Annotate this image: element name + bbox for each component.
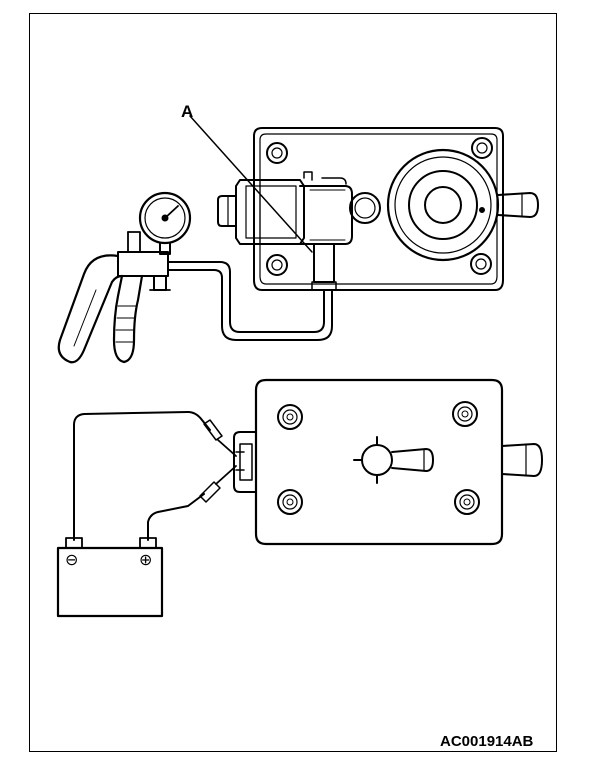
callout-label-a: A [181, 102, 194, 121]
battery-positive-symbol: ⊕ [139, 550, 153, 569]
battery [56, 537, 164, 618]
figure-id-label: AC001914AB [440, 733, 534, 750]
battery-positive-terminal [139, 537, 157, 549]
hand-vacuum-pump [57, 191, 192, 364]
vacuum-hose [167, 261, 333, 341]
valve-assembly-top [217, 127, 539, 291]
jumper-wires [73, 411, 237, 541]
battery-negative-terminal [65, 537, 83, 549]
valve-assembly-bottom [233, 378, 543, 546]
callout-leader-line [189, 115, 313, 253]
vacuum-gauge-icon [138, 191, 192, 245]
figure-frame [29, 13, 557, 752]
battery-negative-symbol: ⊖ [65, 550, 79, 569]
